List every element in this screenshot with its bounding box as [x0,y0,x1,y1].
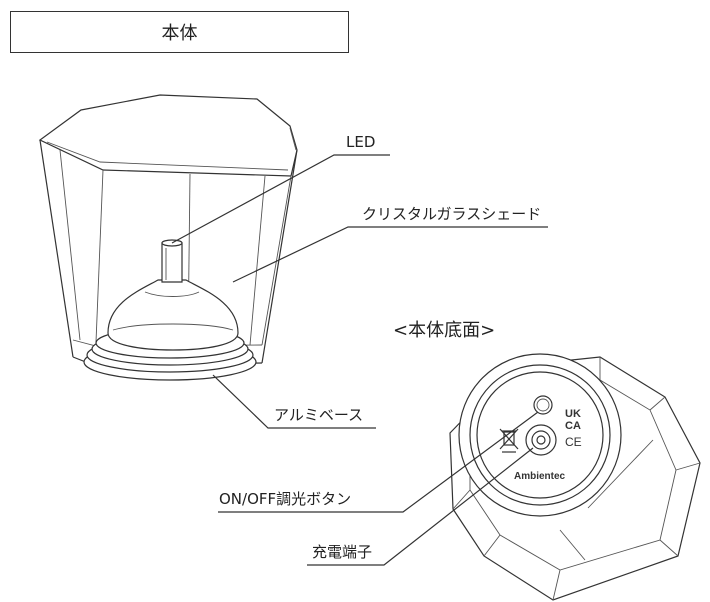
page-title: 本体 [161,23,198,44]
lamp-illustration [38,94,298,381]
label-glass-shade: クリスタルガラスシェード [362,205,542,223]
led-leader [171,154,390,244]
ukca-mark-top: UK [565,408,581,420]
ukca-mark-bottom: CA [565,420,581,432]
brand-mark: Ambientec [514,471,566,482]
aluminum-base-leader [212,374,376,429]
weee-icon [499,428,519,453]
label-aluminum-base: アルミベース [274,406,364,424]
button-leader [218,411,539,513]
title-box: 本体 [10,11,349,53]
charging-port-leader [307,447,534,566]
glass-shade-leader [232,226,548,283]
label-led: LED [346,133,376,151]
ce-mark: CE [565,435,582,449]
label-button: ON/OFF調光ボタン [219,490,352,508]
label-charging-port: 充電端子 [312,543,373,561]
bottom-view-title: <本体底面> [393,320,496,341]
bottom-view-illustration: UK CA CE Ambientec [449,353,701,601]
